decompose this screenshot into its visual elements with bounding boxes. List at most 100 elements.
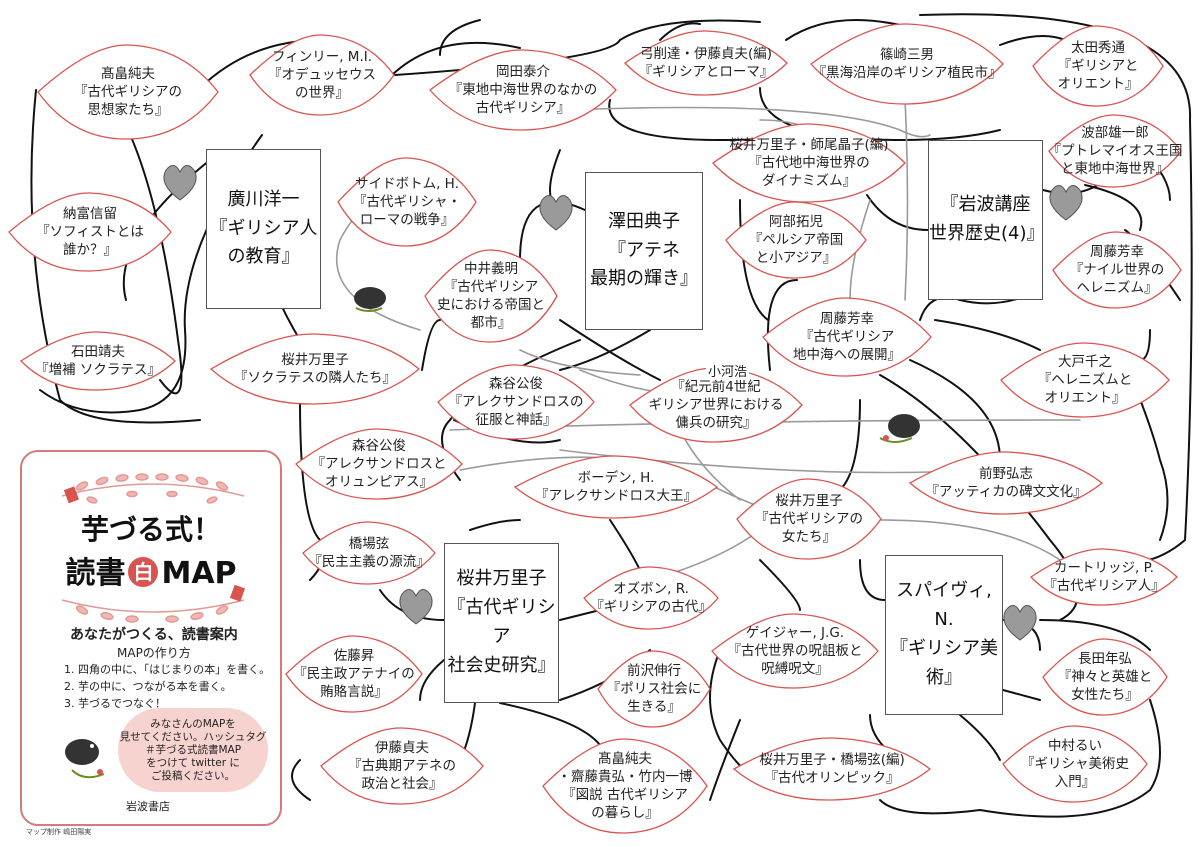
leaf-cartledge-text: カートリッジ, P. 『古代ギリシア人』 xyxy=(1043,559,1165,594)
leaf-shinozaki[interactable]: 篠崎三男 『黒海沿岸のギリシア植民市』 xyxy=(809,21,1005,107)
leaf-shuto-chichu[interactable]: 周藤芳幸 『古代ギリシア 地中海への展開』 xyxy=(761,295,933,379)
vine-connection xyxy=(739,199,769,321)
legend-subtitle: あなたがつくる、読書案内 xyxy=(70,627,238,643)
leaf-osborne[interactable]: オズボン, R. 『ギリシアの古代』 xyxy=(582,564,720,632)
legend-decoration xyxy=(61,473,246,779)
hub-sawada[interactable]: 澤田典子 『アテネ 最期の輝き』 xyxy=(585,172,703,330)
leaf-nanohira[interactable]: 納富信留 『ソフィストとは 誰か？』 xyxy=(7,190,173,274)
leaf-sakurai-rinjin-text: 桜井万里子 『ソクラテスの隣人たち』 xyxy=(234,351,396,386)
legend-title-badge: 白 xyxy=(128,557,159,587)
leaf-shape xyxy=(810,23,1004,105)
hub-iwanami[interactable]: 『岩波講座 世界歴史(4)』 xyxy=(928,140,1045,300)
leaf-moriya2[interactable]: 森谷公俊 『アレクサンドロスと オリュンピアス』 xyxy=(294,426,464,502)
hub-sakurai-shakai-text: 桜井万里子 『古代ギリシア 社会史研究』 xyxy=(447,568,556,676)
leaf-shape xyxy=(424,249,558,343)
leaf-sakurai-hashiba[interactable]: 桜井万里子・橋場弦(編) 『古代オリンピック』 xyxy=(732,735,932,803)
leaf-sakurai-rinjin[interactable]: 桜井万里子 『ソクラテスの隣人たち』 xyxy=(209,331,421,407)
vine-connection xyxy=(291,759,311,801)
laurel-top-icon xyxy=(61,473,245,504)
vine-connection xyxy=(391,41,521,76)
leaf-sidebottom[interactable]: サイドボトム, H. 『古代ギリシャ・ ローマの戦争』 xyxy=(336,155,478,249)
leaf-sidebottom-text: サイドボトム, H. 『古代ギリシャ・ ローマの戦争』 xyxy=(353,175,461,229)
legend-howto-title: MAPの作り方 xyxy=(117,646,191,660)
leaf-ito-text: 伊藤貞夫 『古典期アテネの 政治と社会』 xyxy=(348,739,456,793)
leaf-shuto-nile[interactable]: 周藤芳幸 『ナイル世界の ヘレニズム』 xyxy=(1051,229,1183,311)
leaf-sakurai-shio-text: 桜井万里子・師尾晶子(編) 『古代地中海世界の ダイナミズム』 xyxy=(729,136,889,190)
heart-iwanami-icon xyxy=(1049,185,1083,221)
leaf-okada[interactable]: 岡田泰介 『東地中海世界のなかの 古代ギリシア』 xyxy=(428,47,618,133)
leaf-shape xyxy=(513,455,719,519)
vine-connection xyxy=(559,319,661,381)
ghost-author-kogawa: 小河浩 xyxy=(706,361,750,380)
leaf-moriya1[interactable]: 森谷公俊 『アレクサンドロスの 征服と神話』 xyxy=(436,362,596,442)
legend-step-1: 1. 四角の中に、「はじまりの本」を書く。 xyxy=(64,663,271,676)
leaf-nakamura[interactable]: 中村るい 『ギリシャ美術史 入門』 xyxy=(1001,723,1149,805)
heart-sawada-icon xyxy=(539,195,573,231)
leaf-finley-text: フィンリー, M.I. 『オデュッセウス の世界』 xyxy=(268,48,376,102)
leaf-shape xyxy=(37,44,219,140)
leaf-nakai[interactable]: 中井義明 『古代ギリシア 史における帝国と 都市』 xyxy=(423,247,559,345)
vine-connection xyxy=(1084,184,1143,231)
leaf-shape xyxy=(1000,342,1170,418)
leaf-nakai-text: 中井義明 『古代ギリシア 史における帝国と 都市』 xyxy=(437,260,545,332)
leaf-cartledge[interactable]: カートリッジ, P. 『古代ギリシア人』 xyxy=(1029,546,1179,608)
leaf-shape xyxy=(19,331,176,391)
leaf-hashiba[interactable]: 橋場弦 『民主主義の源流』 xyxy=(301,519,437,587)
leaf-shape xyxy=(302,521,436,585)
leaf-shape xyxy=(732,737,932,801)
hub-spivey[interactable]: スパイヴィ, N. 『ギリシア美術』 xyxy=(885,555,1003,715)
leaf-habe[interactable]: 波部雄一郎 『プトレマイオス王国 と東地中海世界』 xyxy=(1047,112,1183,190)
leaf-abe[interactable]: 阿部拓児 『ペルシア帝国 と小アジア』 xyxy=(724,199,868,281)
vine-connection xyxy=(999,35,1066,46)
leaf-ito[interactable]: 伊藤貞夫 『古典期アテネの 政治と社会』 xyxy=(319,725,485,807)
vine-connection xyxy=(499,702,601,746)
leaf-ishida[interactable]: 石田靖夫 『増補 ソクラテス』 xyxy=(19,329,177,393)
vine-connection xyxy=(866,194,929,231)
leaf-takahata1[interactable]: 髙畠純夫 『古代ギリシアの 思想家たち』 xyxy=(36,42,220,142)
leaf-shape xyxy=(711,613,879,689)
map-credit: マップ制作 嶋田陽実 xyxy=(26,828,92,836)
leaf-ishida-text: 石田靖夫 『増補 ソクラテス』 xyxy=(35,343,161,378)
leaf-sakurai-josei[interactable]: 桜井万里子 『古代ギリシアの 女たち』 xyxy=(735,476,883,562)
laurel-bottom-icon xyxy=(61,599,245,623)
vine-connection xyxy=(909,359,1001,461)
leaf-kogawa[interactable]: 『紀元前4世紀 ギリシア世界における 傭兵の研究』 xyxy=(628,365,804,445)
leaf-gager-text: ゲイジャー, J.G. 『古代世界の呪詛板と 呪縛呪文』 xyxy=(727,624,863,678)
hub-hirokawa[interactable]: 廣川洋一 『ギリシア人 の教育』 xyxy=(206,149,321,309)
vine-connection xyxy=(469,519,521,531)
leaf-shape xyxy=(337,157,477,247)
leaf-shape xyxy=(1029,548,1178,606)
leaf-nagata[interactable]: 長田年弘 『神々と英雄と 女性たち』 xyxy=(1041,636,1169,718)
leaf-takahata2[interactable]: 髙畠純夫 ・齋藤貴弘・竹内一博 『図説 古代ギリシア の暮らし』 xyxy=(541,736,709,836)
hub-spivey-text: スパイヴィ, N. 『ギリシア美術』 xyxy=(890,580,998,688)
leaf-nagata-text: 長田年弘 『神々と英雄と 女性たち』 xyxy=(1057,650,1153,704)
leaf-yugeito[interactable]: 弓削達・伊藤貞夫(編) 『ギリシアとローマ』 xyxy=(623,28,789,98)
leaf-shape xyxy=(762,297,932,377)
leaf-bosworth[interactable]: ボーデン, H. 『アレクサンドロス大王』 xyxy=(513,453,719,521)
leaf-abe-text: 阿部拓児 『ペルシア帝国 と小アジア』 xyxy=(748,213,844,267)
leaf-takahata1-text: 髙畠純夫 『古代ギリシアの 思想家たち』 xyxy=(74,65,182,119)
leaf-shape xyxy=(1032,25,1164,107)
leaf-shape xyxy=(1042,638,1168,716)
legend-steps: 1. 四角の中に、「はじまりの本」を書く。 2. 芋の中に、つながる本を書く。 … xyxy=(64,661,270,712)
vine-connection xyxy=(1002,689,1041,701)
leaf-shape xyxy=(736,478,882,560)
legend-speech-bubble: みなさんのMAPを 見せてください。ハッシュタグ ＃芋づる式読書MAP をつけて… xyxy=(118,708,268,792)
leaf-takahata2-text: 髙畠純夫 ・齋藤貴弘・竹内一博 『図説 古代ギリシア の暮らし』 xyxy=(557,750,693,822)
leaf-shape xyxy=(1002,725,1148,803)
leaf-ota[interactable]: 太田秀通 『ギリシアと オリエント』 xyxy=(1031,23,1165,109)
hub-sakurai-shakai[interactable]: 桜井万里子 『古代ギリシア 社会史研究』 xyxy=(444,543,559,703)
leaf-finley[interactable]: フィンリー, M.I. 『オデュッセウス の世界』 xyxy=(248,32,396,118)
leaf-maeno-text: 前野弘志 『アッティカの碑文文化』 xyxy=(925,465,1087,500)
leaf-shape xyxy=(8,192,172,272)
leaf-maesawa[interactable]: 前沢伸行 『ポリス社会に 生きる』 xyxy=(596,648,712,730)
leaf-ooto[interactable]: 大戸千之 『ヘレニズムと オリエント』 xyxy=(999,340,1171,420)
leaf-sato[interactable]: 佐藤昇 『民主政アテナイの 賄賂言説』 xyxy=(284,633,424,715)
leaf-gager[interactable]: ゲイジャー, J.G. 『古代世界の呪詛板と 呪縛呪文』 xyxy=(710,611,880,691)
leaf-sakurai-shio[interactable]: 桜井万里子・師尾晶子(編) 『古代地中海世界の ダイナミズム』 xyxy=(711,121,907,205)
leaf-maeno[interactable]: 前野弘志 『アッティカの碑文文化』 xyxy=(908,449,1104,517)
leaf-shuto-nile-text: 周藤芳幸 『ナイル世界の ヘレニズム』 xyxy=(1069,243,1165,297)
leaf-nanohira-text: 納富信留 『ソフィストとは 誰か？』 xyxy=(36,205,144,259)
vine-connection xyxy=(659,22,701,41)
